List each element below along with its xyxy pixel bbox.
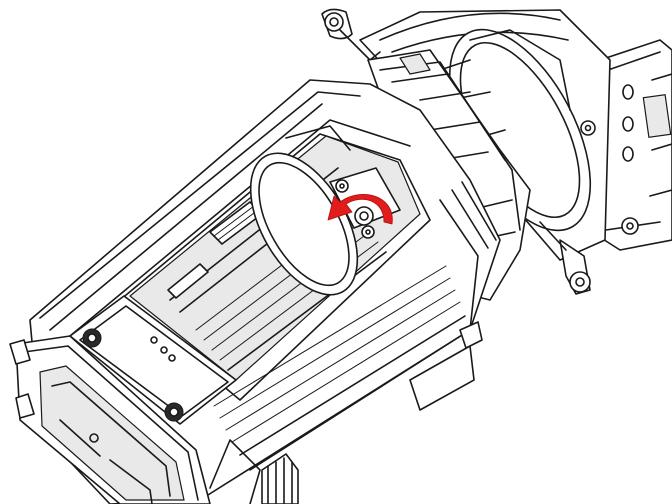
bottom-adjust-knob [261,453,299,504]
curved-arrow-icon [327,194,393,225]
screw-icon [335,179,349,193]
bottom-clamp-knob [539,221,591,295]
yoke-bolt [621,217,639,235]
front-top-panel [69,295,237,425]
front-lens-frame [9,335,211,504]
top-clamp-knob [321,8,381,61]
gobo-release-screw [354,206,374,226]
rear-yoke-bracket [597,39,672,251]
